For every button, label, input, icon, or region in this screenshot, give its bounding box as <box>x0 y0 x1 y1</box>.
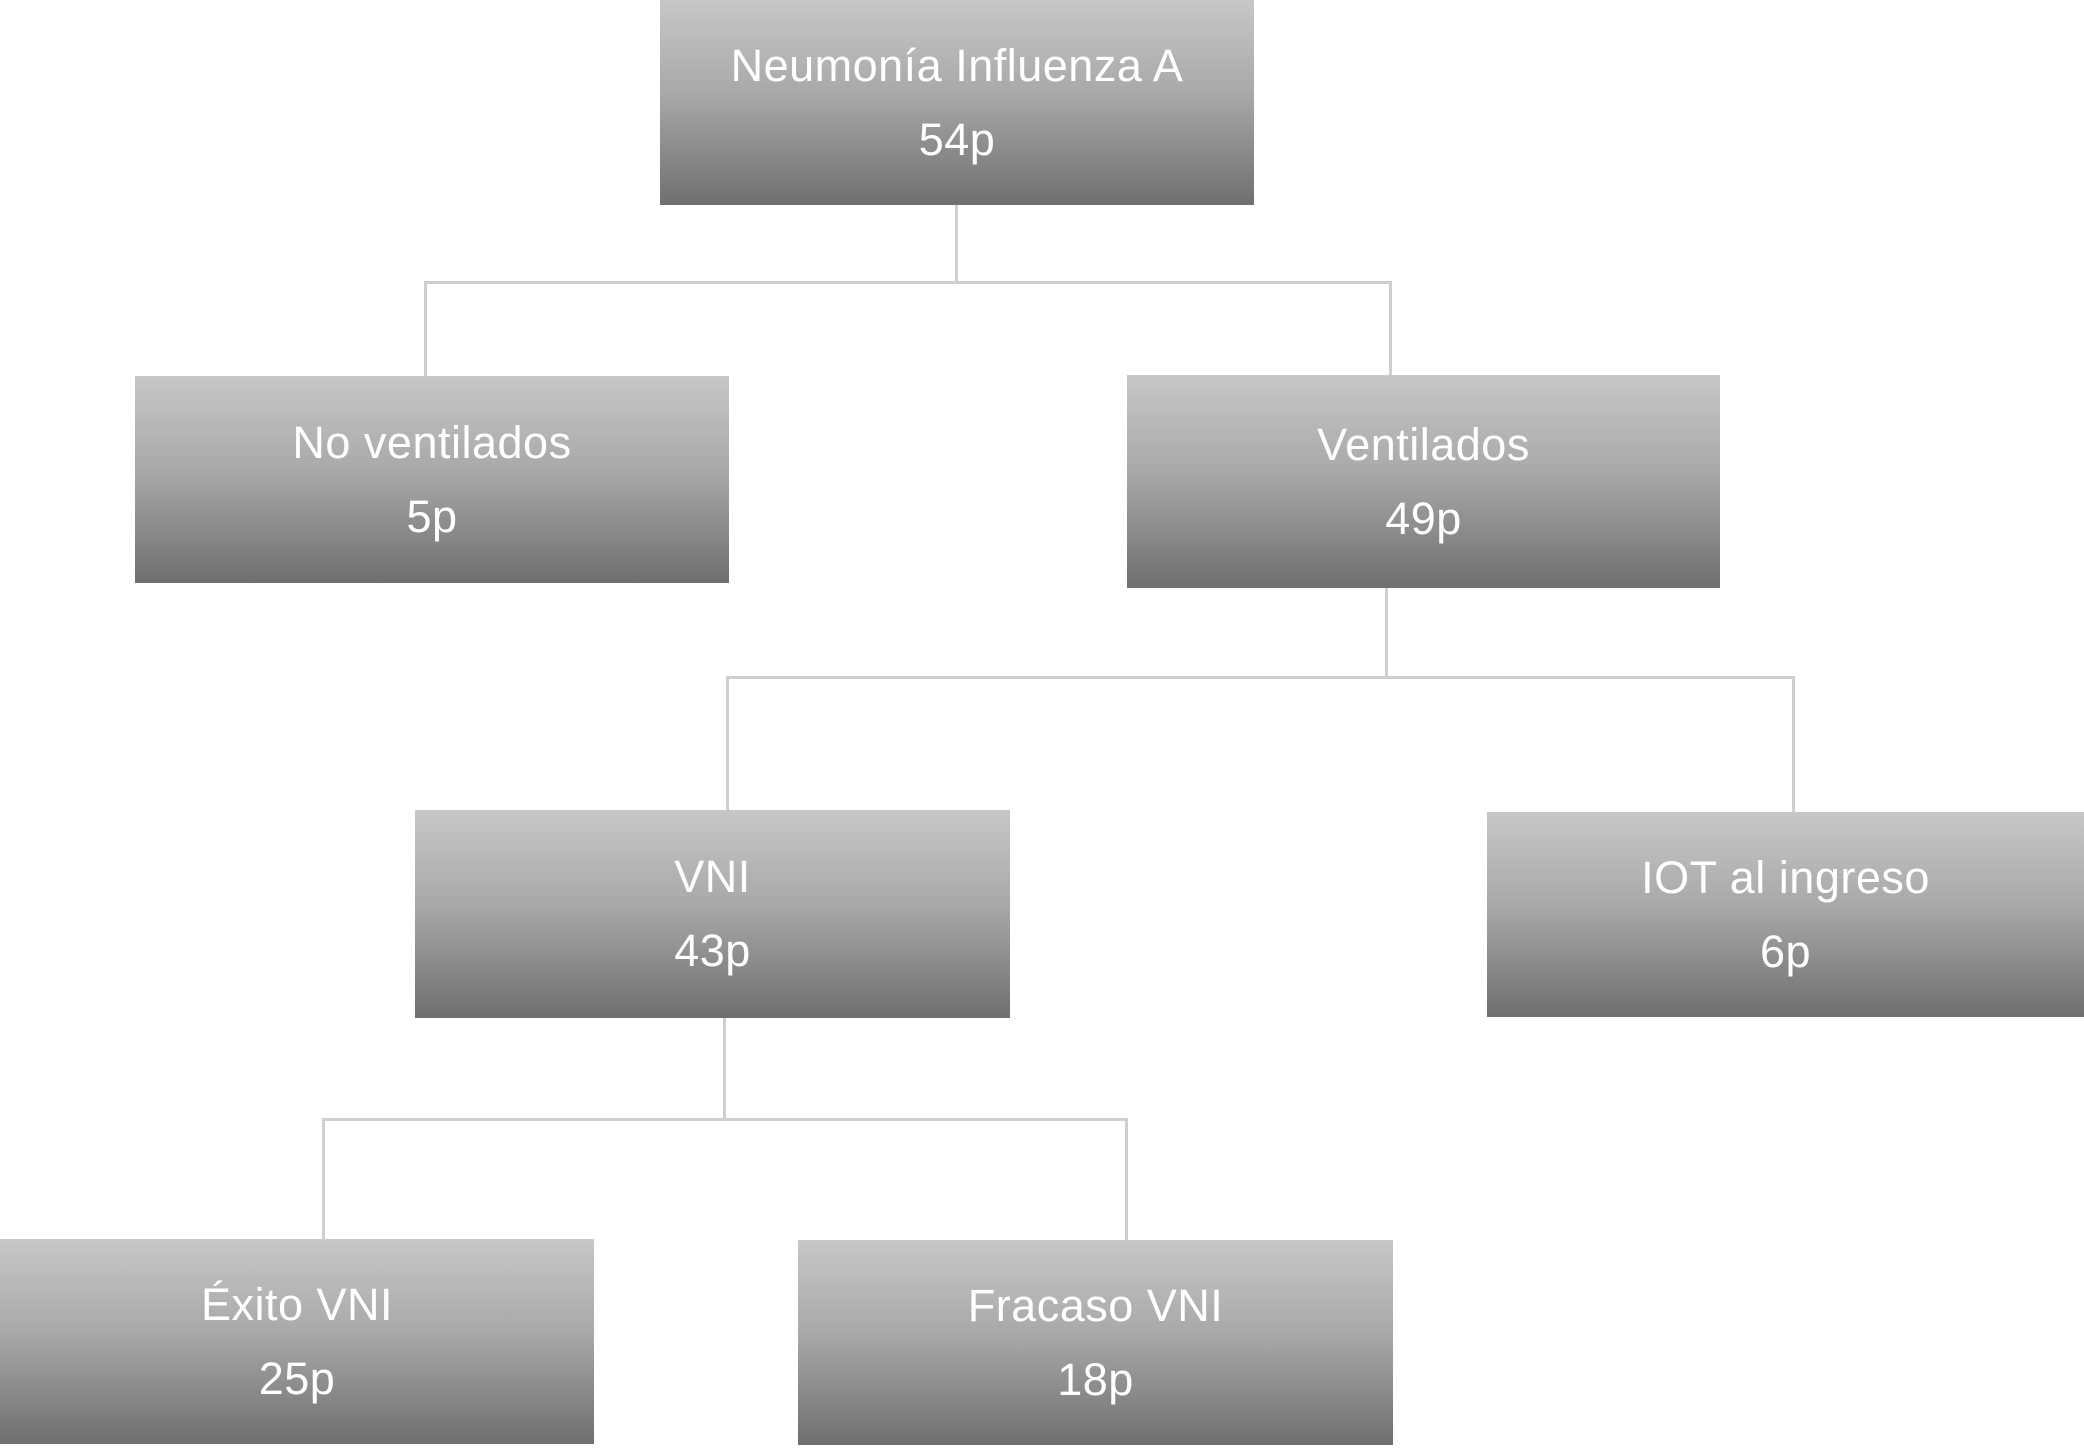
connector-vni-to-exito <box>322 1118 325 1239</box>
node-label: VNI <box>674 851 751 902</box>
node-neumonia-influenza-a: Neumonía Influenza A 54p <box>660 0 1254 205</box>
connector-ventilados-to-vni <box>726 676 729 810</box>
node-label: Éxito VNI <box>200 1278 394 1330</box>
node-count: 49p <box>1385 492 1462 544</box>
connector-level1-horizontal <box>424 281 1392 284</box>
connector-root-stub <box>955 205 958 284</box>
node-label: Fracaso VNI <box>967 1279 1224 1331</box>
connector-root-to-ventilados <box>1389 281 1392 375</box>
node-exito-vni: Éxito VNI 25p <box>0 1239 594 1444</box>
connector-vni-stub <box>723 1018 726 1121</box>
connector-root-to-no-ventilados <box>424 281 427 376</box>
node-label: IOT al ingreso <box>1641 851 1930 903</box>
node-label: No ventilados <box>292 416 572 468</box>
node-fracaso-vni: Fracaso VNI 18p <box>798 1240 1393 1445</box>
connector-vni-to-fracaso <box>1125 1118 1128 1240</box>
node-count: 5p <box>406 490 458 542</box>
node-ventilados: Ventilados 49p <box>1127 375 1720 588</box>
connector-ventilados-to-iot <box>1792 676 1795 812</box>
node-count: 25p <box>258 1352 336 1404</box>
node-vni: VNI 43p <box>415 810 1010 1018</box>
node-iot-al-ingreso: IOT al ingreso 6p <box>1487 812 2084 1017</box>
node-no-ventilados: No ventilados 5p <box>135 376 729 583</box>
node-count: 18p <box>1057 1353 1134 1405</box>
connector-ventilados-stub <box>1385 588 1388 679</box>
node-count: 54p <box>918 113 996 165</box>
node-count: 6p <box>1759 925 1812 977</box>
node-label: Neumonía Influenza A <box>730 39 1184 91</box>
connector-level2-horizontal <box>726 676 1795 679</box>
node-count: 43p <box>674 925 751 976</box>
node-label: Ventilados <box>1317 418 1530 470</box>
connector-level3-horizontal <box>322 1118 1128 1121</box>
